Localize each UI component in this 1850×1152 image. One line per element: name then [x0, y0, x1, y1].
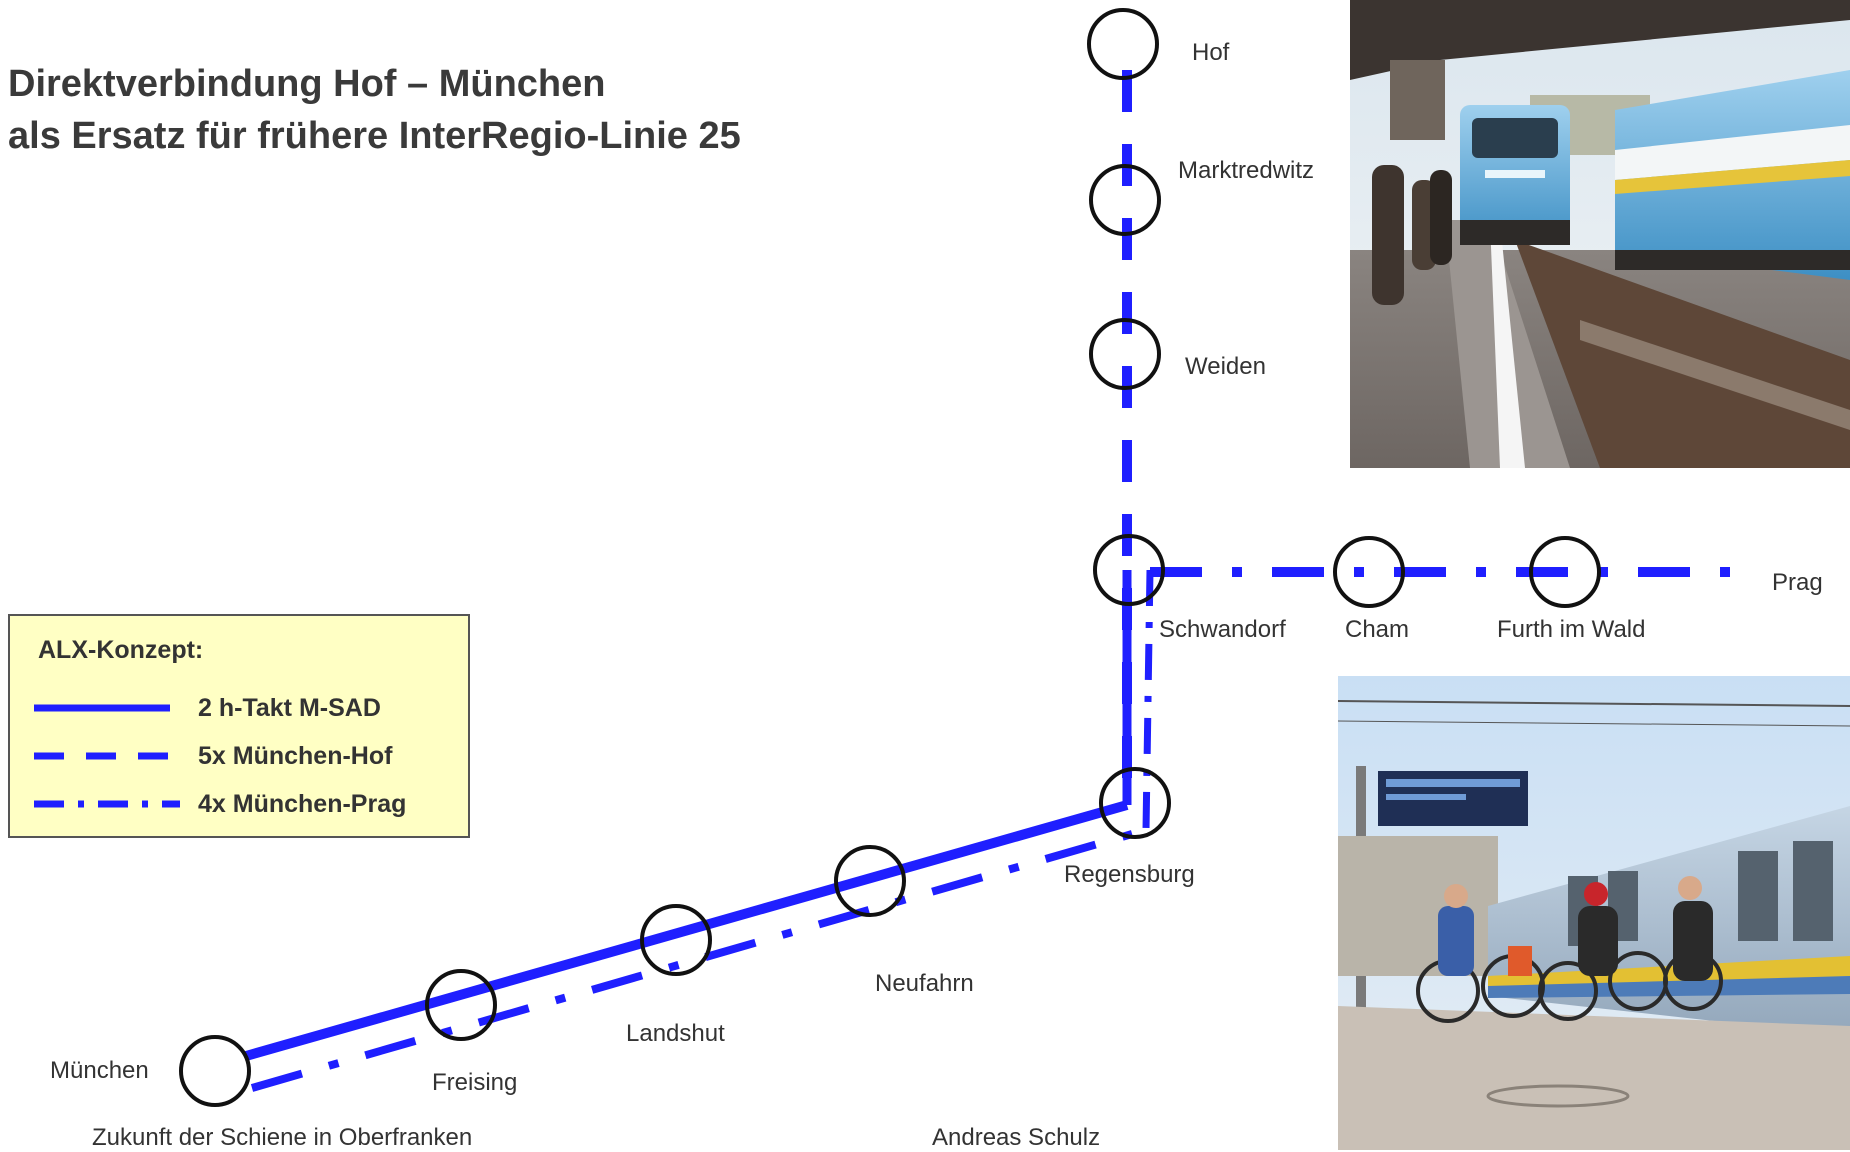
station-label-prag: Prag: [1772, 569, 1823, 596]
station-labels: Hof Marktredwitz Weiden Schwandorf Cham …: [50, 39, 1823, 1096]
station-label-freising: Freising: [432, 1069, 517, 1096]
title-line-2: als Ersatz für frühere InterRegio-Linie …: [8, 115, 741, 157]
legend-line-solid: [34, 704, 170, 712]
station-circle-landshut: [640, 904, 712, 976]
station-circle-cham: [1333, 536, 1405, 608]
route-prag-main: [250, 826, 1148, 1092]
legend-item-dashdot: 4x München-Prag: [10, 784, 470, 824]
legend-title: ALX-Konzept:: [38, 636, 204, 664]
footer-event-title: Zukunft der Schiene in Oberfranken: [92, 1124, 473, 1151]
legend-label-dashdot: 4x München-Prag: [198, 790, 407, 818]
station-circle-schwandorf: [1093, 534, 1165, 606]
legend-label-solid: 2 h-Takt M-SAD: [198, 694, 381, 722]
legend-item-dashed: 5x München-Hof: [10, 736, 470, 776]
route-sad-solid-main: [244, 800, 1129, 1061]
legend-box: ALX-Konzept: 2 h-Takt M-SAD 5x München-H…: [8, 614, 470, 838]
station-label-muenchen: München: [50, 1057, 149, 1084]
station-label-marktredwitz: Marktredwitz: [1178, 157, 1314, 184]
station-circle-freising: [425, 969, 497, 1041]
station-label-cham: Cham: [1345, 616, 1409, 643]
station-circle-weiden: [1089, 318, 1161, 390]
legend-label-dashed: 5x München-Hof: [198, 742, 393, 770]
photo-cyclists-boarding: [1338, 676, 1850, 1150]
station-label-furth: Furth im Wald: [1497, 616, 1645, 643]
station-label-landshut: Landshut: [626, 1020, 725, 1047]
route-prag-vertical: [1142, 569, 1154, 831]
page-title: Direktverbindung Hof – München als Ersat…: [8, 58, 741, 162]
footer-author: Andreas Schulz: [932, 1124, 1101, 1151]
route-lines: [244, 70, 1748, 1092]
station-label-schwandorf: Schwandorf: [1159, 616, 1286, 643]
legend-item-solid: 2 h-Takt M-SAD: [10, 688, 470, 728]
photo-train-platform: [1350, 0, 1850, 468]
station-label-hof: Hof: [1192, 39, 1230, 66]
station-circle-furth: [1529, 536, 1601, 608]
station-label-weiden: Weiden: [1185, 353, 1266, 380]
station-circles: [179, 8, 1601, 1107]
legend-line-dashed: [34, 752, 170, 760]
station-circle-marktredwitz: [1089, 164, 1161, 236]
legend-line-dashdot: [34, 800, 180, 808]
station-label-neufahrn: Neufahrn: [875, 970, 974, 997]
station-circle-neufahrn: [834, 845, 906, 917]
station-label-regensburg: Regensburg: [1064, 861, 1195, 888]
title-line-1: Direktverbindung Hof – München: [8, 63, 606, 105]
station-circle-muenchen: [179, 1035, 251, 1107]
station-circle-regensburg: [1099, 767, 1171, 839]
station-circle-hof: [1087, 8, 1159, 80]
